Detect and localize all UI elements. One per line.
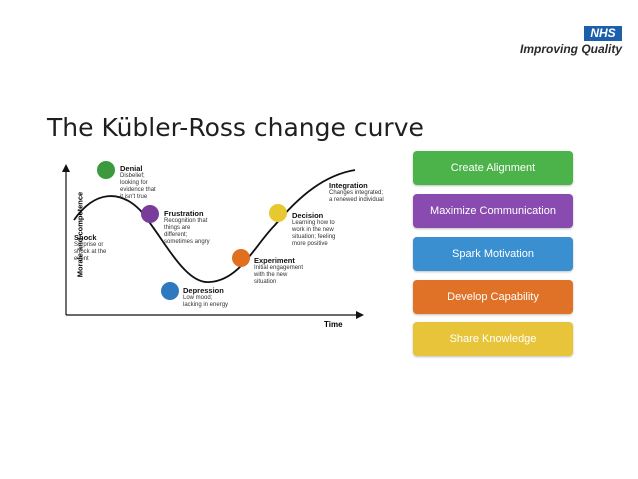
x-axis-label: Time [324, 320, 343, 329]
stage-name: Frustration [164, 209, 204, 218]
stage-desc: Surprise or shock at the event [74, 242, 107, 262]
stage-desc: Low mood; lacking in energy [183, 295, 229, 308]
stage-name: Denial [120, 164, 143, 173]
stage-desc: Recognition that things are different; s… [164, 218, 210, 245]
stage-experiment: Experiment Initial engagement with the n… [254, 256, 303, 286]
maximize-communication-button[interactable]: Maximize Communication [413, 194, 573, 228]
y-axis-arrow [62, 164, 70, 172]
tagline: Improving Quality [519, 42, 622, 56]
stage-name: Integration [329, 181, 368, 190]
x-axis-arrow [356, 311, 364, 319]
stage-name: Decision [292, 211, 324, 220]
decision-dot [269, 204, 287, 222]
stage-name: Shock [74, 233, 97, 242]
create-alignment-button[interactable]: Create Alignment [413, 151, 573, 185]
frustration-dot [141, 205, 159, 223]
stage-integration: Integration Changes integrated; a renewe… [329, 181, 384, 204]
stage-frustration: Frustration Recognition that things are … [164, 209, 210, 246]
page-title: The Kübler-Ross change curve [47, 113, 424, 142]
experiment-dot [232, 249, 250, 267]
spark-motivation-button[interactable]: Spark Motivation [413, 237, 573, 271]
stage-decision: Decision Learning how to work in the new… [292, 211, 335, 248]
depression-dot [161, 282, 179, 300]
share-knowledge-button[interactable]: Share Knowledge [413, 322, 573, 356]
denial-dot [97, 161, 115, 179]
stage-name: Experiment [254, 256, 295, 265]
nhs-logo: NHS [584, 26, 622, 41]
develop-capability-button[interactable]: Develop Capability [413, 280, 573, 314]
stage-denial: Denial Disbelief; looking for evidence t… [120, 164, 156, 201]
stage-desc: Disbelief; looking for evidence that it … [120, 173, 156, 200]
stage-desc: Learning how to work in the new situatio… [292, 220, 336, 247]
stage-shock: Shock Surprise or shock at the event [74, 233, 106, 263]
stage-name: Depression [183, 286, 224, 295]
stage-desc: Initial engagement with the new situatio… [254, 265, 304, 285]
stage-depression: Depression Low mood; lacking in energy [183, 286, 228, 309]
stage-desc: Changes integrated; a renewed individual [329, 190, 384, 203]
change-curve-line [73, 169, 356, 283]
